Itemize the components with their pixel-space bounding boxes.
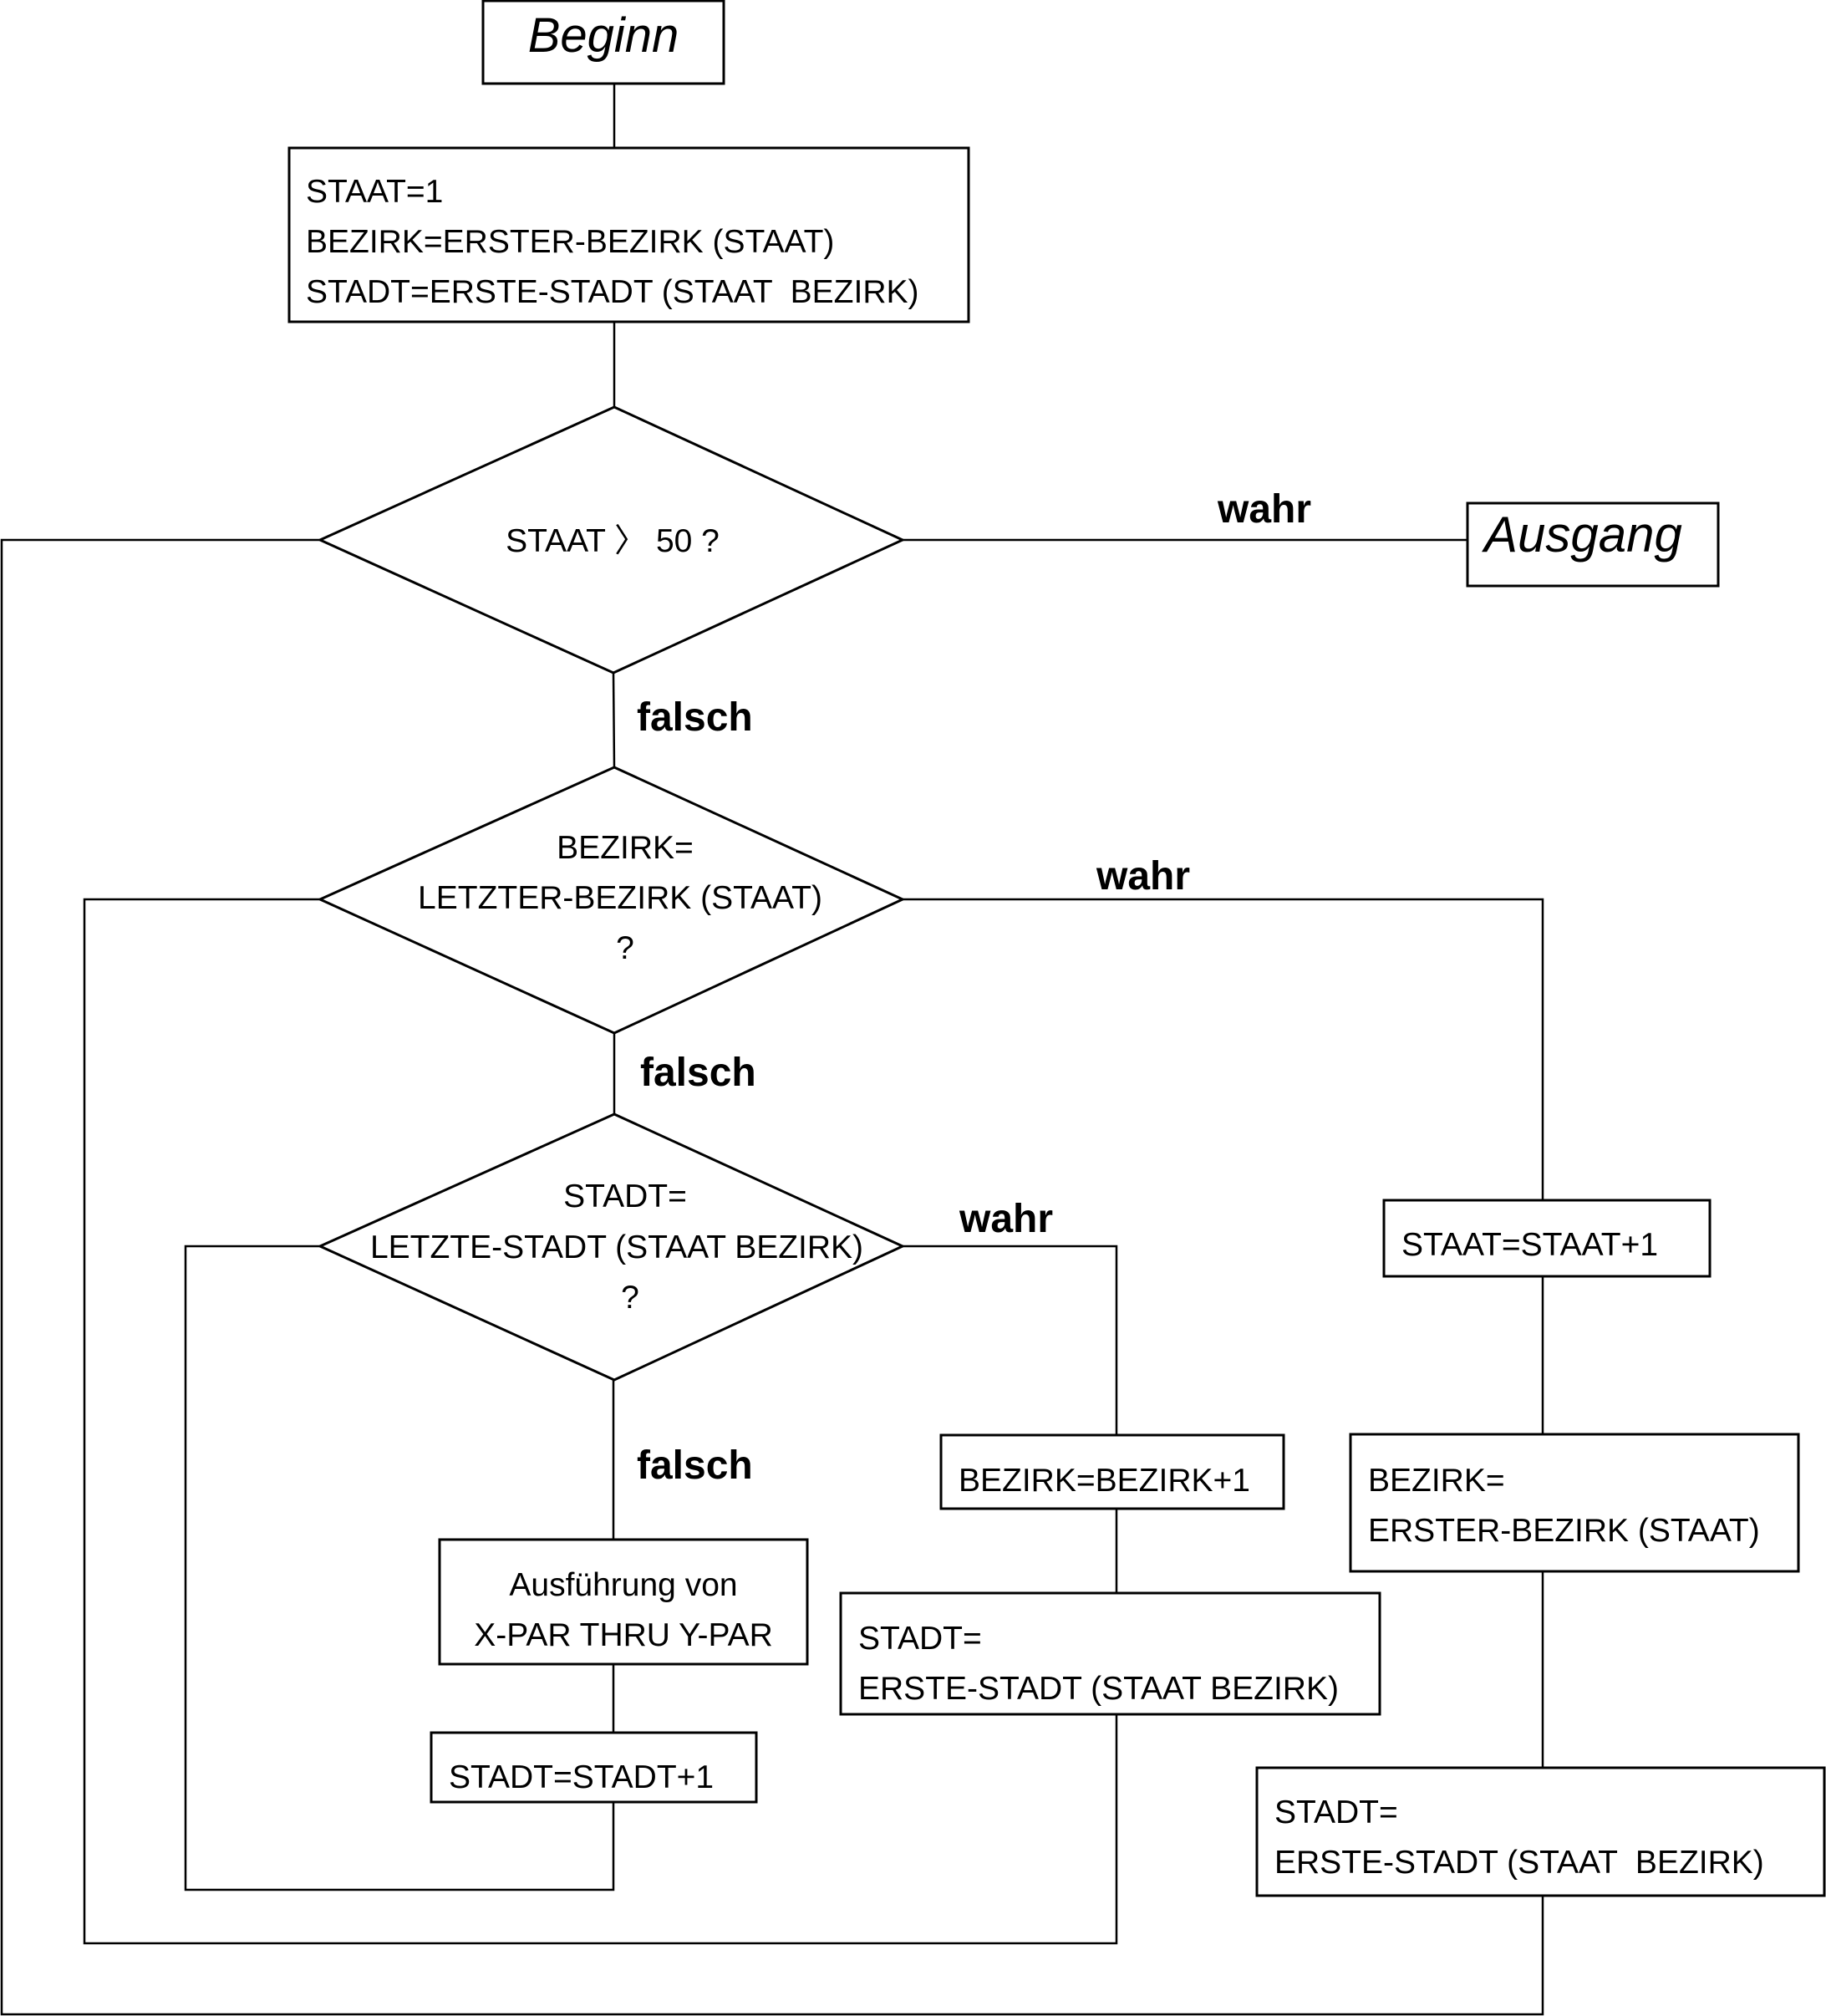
execute-process-box: Ausführung von X-PAR THRU Y-PAR (438, 1538, 809, 1666)
label-stadt-false: falsch (637, 1443, 753, 1488)
stadt-increment-box: STADT=STADT+1 (430, 1731, 758, 1804)
start-label: Beginn (528, 8, 679, 63)
decision-bezirk-line-2: LETZTER-BEZIRK (STAAT) (418, 880, 822, 916)
stadt-reset-line-1: STADT= (858, 1621, 982, 1657)
loop-staat-back (0, 538, 1544, 2016)
init-line-3: STADT=ERSTE-STADT (STAAT BEZIRK) (306, 274, 919, 310)
decision-stadt-line-3: ? (621, 1280, 639, 1316)
branch-labels: wahr falsch wahr falsch wahr falsch (637, 487, 1311, 1488)
exit-label: Ausgang (1482, 507, 1682, 563)
loop-stadt-back (184, 1245, 615, 1891)
bezirk-reset-line-2: ERSTER-BEZIRK (STAAT) (1368, 1513, 1760, 1549)
loop-bezirk-back (83, 898, 1118, 1945)
connector-staat-false-to-bezirk (612, 672, 616, 768)
stadt-reset-box: STADT= ERSTE-STADT (STAAT BEZIRK) (839, 1591, 1381, 1716)
connectors (0, 84, 1544, 2016)
stadt-increment-text: STADT=STADT+1 (449, 1759, 714, 1795)
staat-increment-box: STAAT=STAAT+1 (1382, 1199, 1712, 1278)
stadt-reset-2-line-2: ERSTE-STADT (STAAT BEZIRK) (1274, 1845, 1764, 1881)
connector-bezirk-true-to-staat-increment (903, 898, 1544, 1200)
stadt-reset-line-2: ERSTE-STADT (STAAT BEZIRK) (858, 1671, 1339, 1707)
execute-line-2: X-PAR THRU Y-PAR (474, 1617, 773, 1653)
init-process-box: STAAT=1 BEZIRK=ERSTER-BEZIRK (STAAT) STA… (287, 146, 970, 323)
execute-line-1: Ausführung von (509, 1567, 737, 1603)
label-bezirk-true: wahr (1096, 854, 1190, 899)
decision-stadt: STADT= LETZTE-STADT (STAAT BEZIRK) ? (317, 1112, 906, 1382)
decision-staat-text: STAAT 〉 50 ? (506, 523, 720, 559)
label-staat-false: falsch (637, 695, 753, 740)
decision-bezirk-line-1: BEZIRK= (557, 830, 694, 866)
stadt-reset-box-2: STADT= ERSTE-STADT (STAAT BEZIRK) (1255, 1766, 1826, 1897)
stadt-reset-2-line-1: STADT= (1274, 1795, 1398, 1830)
label-staat-true: wahr (1217, 487, 1311, 532)
bezirk-increment-text: BEZIRK=BEZIRK+1 (959, 1463, 1250, 1499)
label-stadt-true: wahr (959, 1197, 1053, 1241)
staat-increment-text: STAAT=STAAT+1 (1401, 1227, 1658, 1263)
bezirk-reset-line-1: BEZIRK= (1368, 1463, 1505, 1499)
decision-bezirk-line-3: ? (616, 930, 634, 966)
bezirk-reset-box: BEZIRK= ERSTER-BEZIRK (STAAT) (1349, 1433, 1800, 1573)
decision-bezirk: BEZIRK= LETZTER-BEZIRK (STAAT) ? (317, 766, 906, 1035)
init-line-1: STAAT=1 (306, 174, 443, 210)
init-line-2: BEZIRK=ERSTER-BEZIRK (STAAT) (306, 224, 834, 260)
start-terminal: Beginn (481, 0, 725, 85)
connector-stadt-true-to-bezirk-increment (903, 1245, 1118, 1435)
exit-terminal: Ausgang (1466, 501, 1720, 588)
decision-staat: STAAT 〉 50 ? (317, 405, 906, 675)
decision-stadt-line-1: STADT= (563, 1179, 687, 1214)
decision-stadt-line-2: LETZTE-STADT (STAAT BEZIRK) (370, 1229, 863, 1265)
label-bezirk-false: falsch (640, 1051, 756, 1095)
bezirk-increment-box: BEZIRK=BEZIRK+1 (939, 1433, 1285, 1510)
